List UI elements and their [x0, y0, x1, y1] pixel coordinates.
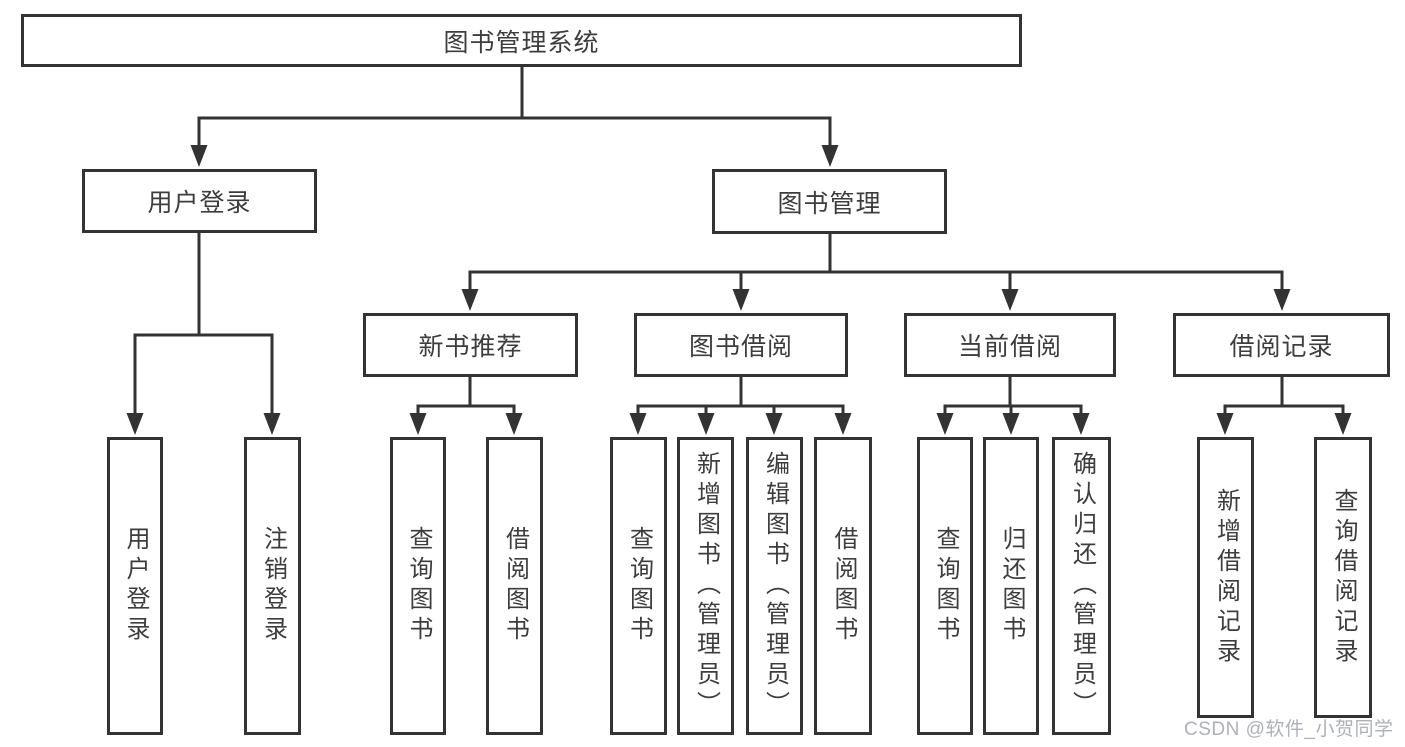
node-bb-borrow-book: 借阅图书: [814, 437, 872, 735]
arrow-down-icon: [732, 289, 750, 311]
node-logout: 注销登录: [244, 437, 301, 735]
node-label: 新书推荐: [418, 333, 523, 361]
node-bb-query-book: 查询图书: [610, 437, 667, 735]
node-label: 图书管理系统: [443, 28, 600, 57]
node-current-borrow: 当前借阅: [904, 313, 1116, 377]
arrow-down-icon: [1334, 413, 1352, 435]
connector-fan-new-book-rec: [409, 375, 523, 435]
node-label: 用户登录: [147, 189, 252, 217]
node-label: 查询图书: [625, 526, 653, 646]
node-bb-add-book: 新增图书（管理员）: [677, 437, 734, 735]
connector-fan-borrow-records: [1216, 375, 1352, 435]
node-rec-query-book: 查询图书: [390, 437, 446, 735]
node-label: 借阅图书: [830, 526, 857, 646]
node-label: 编辑图书（管理员）: [761, 451, 789, 721]
node-label: 图书管理: [777, 189, 882, 218]
node-label: 查询图书: [405, 526, 432, 646]
node-cb-query-book: 查询图书: [917, 437, 973, 735]
connector-line: [133, 231, 274, 423]
arrow-down-icon: [1001, 289, 1019, 311]
connector-line: [636, 375, 845, 423]
node-br-query-record: 查询借阅记录: [1314, 437, 1372, 718]
node-login-user: 用户登录: [107, 437, 163, 735]
node-cb-confirm-return: 确认归还（管理员）: [1052, 437, 1111, 735]
arrow-down-icon: [409, 413, 427, 435]
node-user-login: 用户登录: [82, 169, 317, 233]
connector-line: [1223, 375, 1345, 423]
connector-fan-current-borrow: [936, 375, 1090, 435]
node-label: 图书借阅: [688, 333, 793, 361]
connector-line: [468, 232, 1284, 299]
arrow-down-icon: [505, 413, 523, 435]
arrow-down-icon: [697, 413, 715, 435]
arrow-down-icon: [629, 413, 647, 435]
node-label: 借阅记录: [1229, 333, 1334, 361]
watermark-text: CSDN @软件_小贺同学: [1184, 719, 1394, 740]
node-br-add-record: 新增借阅记录: [1197, 437, 1254, 718]
node-book-borrow: 图书借阅: [634, 313, 848, 377]
node-label: 归还图书: [998, 526, 1025, 646]
arrow-down-icon: [834, 413, 852, 435]
node-rec-borrow-book: 借阅图书: [486, 437, 543, 735]
connector-fan-user-login: [126, 231, 281, 435]
arrow-down-icon: [1002, 413, 1020, 435]
node-book-mgmt: 图书管理: [712, 169, 947, 234]
arrow-down-icon: [1072, 413, 1090, 435]
arrow-down-icon: [461, 289, 479, 311]
arrow-down-icon: [263, 413, 281, 435]
node-borrow-records: 借阅记录: [1173, 313, 1390, 377]
connector-fan-book-mgmt: [461, 232, 1291, 311]
node-label: 查询图书: [932, 526, 959, 646]
arrow-down-icon: [765, 413, 783, 435]
node-cb-return-book: 归还图书: [983, 437, 1039, 735]
node-label: 当前借阅: [957, 333, 1062, 361]
connector-line: [197, 65, 832, 155]
node-bb-edit-book: 编辑图书（管理员）: [746, 437, 803, 735]
node-label: 新增图书（管理员）: [692, 451, 720, 721]
arrow-down-icon: [126, 413, 144, 435]
node-label: 查询借阅记录: [1330, 487, 1357, 668]
node-label: 注销登录: [259, 526, 287, 646]
node-label: 借阅图书: [501, 526, 529, 646]
connector-fan-root: [190, 65, 839, 167]
arrow-down-icon: [190, 145, 208, 167]
node-new-book-rec: 新书推荐: [363, 313, 578, 377]
connector-fan-book-borrow: [629, 375, 852, 435]
connector-line: [416, 375, 516, 423]
node-label: 用户登录: [122, 526, 149, 646]
node-label: 确认归还（管理员）: [1068, 451, 1096, 721]
arrow-down-icon: [1273, 289, 1291, 311]
node-root: 图书管理系统: [21, 14, 1022, 67]
arrow-down-icon: [936, 413, 954, 435]
arrow-down-icon: [1216, 413, 1234, 435]
node-label: 新增借阅记录: [1212, 487, 1240, 668]
arrow-down-icon: [821, 145, 839, 167]
